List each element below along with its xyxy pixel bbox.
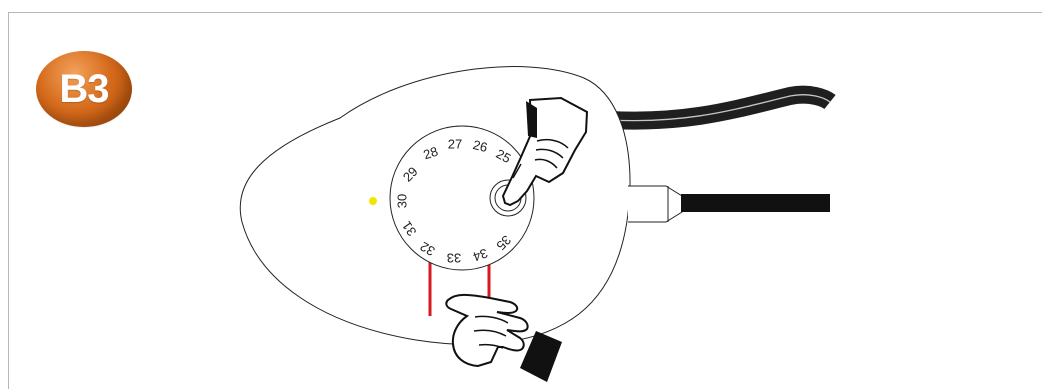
top-pointing-hand-icon <box>501 96 589 207</box>
indicator-dot <box>369 197 377 205</box>
dial-number-34: 34 <box>471 245 490 264</box>
dial-number-25: 25 <box>494 146 514 166</box>
dial-number-33: 33 <box>447 251 461 266</box>
temperature-dial[interactable] <box>389 125 535 271</box>
bottom-pointing-hand-icon <box>445 293 562 382</box>
diagram-frame <box>8 12 1042 389</box>
cable-top <box>609 85 836 130</box>
hose-nozzle <box>628 185 683 223</box>
step-badge-label: B3 <box>59 67 109 111</box>
dial-number-32: 32 <box>417 239 437 259</box>
dial-number-26: 26 <box>471 137 489 155</box>
dial-number-30: 30 <box>394 194 409 208</box>
hose <box>681 194 830 212</box>
step-badge: B3 <box>36 51 132 127</box>
dial-number-31: 31 <box>399 218 420 238</box>
dial-number-ring: 25 26 27 28 29 30 31 32 33 34 35 <box>394 136 514 265</box>
dial-number-27: 27 <box>448 136 462 151</box>
cable-top-highlight <box>609 94 831 122</box>
dial-number-28: 28 <box>421 144 439 163</box>
